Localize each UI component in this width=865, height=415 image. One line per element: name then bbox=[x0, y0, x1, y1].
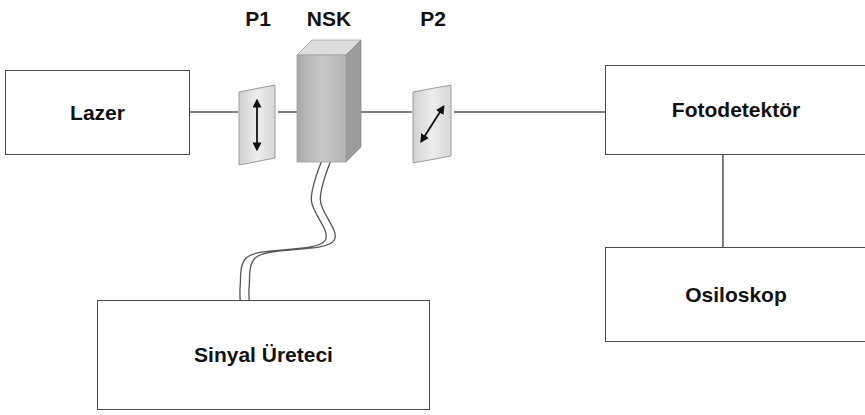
photodetector-box: Fotodetektör bbox=[605, 65, 865, 155]
polarizer-plate: P2 bbox=[412, 6, 454, 164]
oscilloscope-box: Osiloskop bbox=[605, 247, 865, 342]
beam-line bbox=[278, 111, 297, 113]
box-label: Sinyal Üreteci bbox=[194, 342, 333, 367]
block-side bbox=[346, 40, 361, 162]
polarization-arrow bbox=[256, 100, 258, 149]
box-label: Lazer bbox=[70, 100, 125, 125]
beam-line bbox=[361, 111, 412, 113]
beam-line bbox=[190, 111, 238, 113]
polarization-arrow bbox=[421, 106, 443, 141]
crystal-block-outline bbox=[297, 40, 361, 162]
laser-box: Lazer bbox=[5, 70, 190, 155]
signal-line bbox=[722, 155, 724, 247]
block-front bbox=[297, 55, 346, 162]
polarizer-plate-outline bbox=[412, 84, 454, 164]
box-label: Fotodetektör bbox=[672, 97, 800, 122]
plate-face bbox=[239, 85, 275, 165]
signal-cable bbox=[240, 162, 335, 300]
part-label: NSK bbox=[297, 6, 361, 31]
part-label: P2 bbox=[412, 6, 454, 31]
part-label: P1 bbox=[238, 6, 278, 31]
plate-face bbox=[413, 85, 451, 163]
beam-line bbox=[454, 111, 605, 113]
polarizer-plate-outline bbox=[238, 84, 278, 166]
box-label: Osiloskop bbox=[685, 282, 787, 307]
crystal-block: NSK bbox=[297, 6, 361, 162]
polarizer-plate: P1 bbox=[238, 6, 278, 166]
signal-generator-box: Sinyal Üreteci bbox=[97, 300, 430, 410]
